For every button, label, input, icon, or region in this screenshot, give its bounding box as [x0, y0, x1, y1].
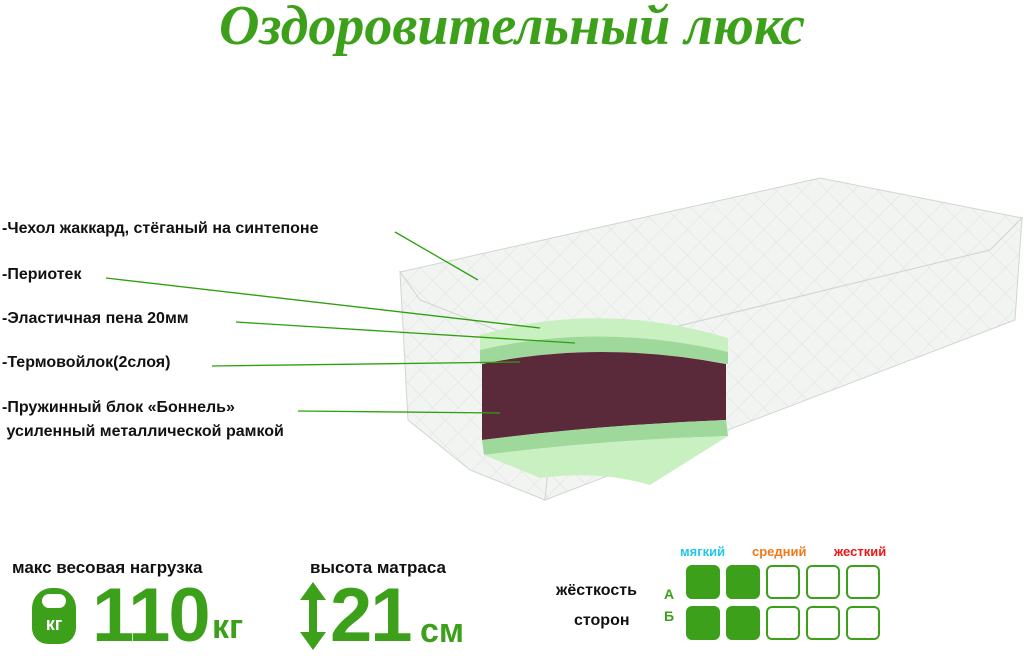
height-unit: см — [420, 612, 465, 650]
cutaway-foam-top — [480, 318, 728, 352]
firmness-cell — [806, 565, 840, 599]
cutaway-springs — [482, 352, 726, 440]
firmness-cell — [846, 606, 880, 640]
layer-label-periotek: -Периотек — [2, 266, 82, 283]
mattress-illustration — [105, 177, 1024, 501]
layer-label-foam: -Эластичная пена 20мм — [2, 310, 189, 327]
firmness-cell — [726, 565, 760, 599]
side-a-label: А — [664, 586, 675, 602]
firmness-cell — [686, 606, 720, 640]
firmness-cell — [806, 606, 840, 640]
product-title: Оздоровительный люкс — [219, 0, 805, 57]
firmness-level-hard: жесткий — [834, 544, 887, 559]
leader-lines — [105, 231, 576, 414]
layer-label-cover: -Чехол жаккард, стёганый на синтепоне — [2, 220, 319, 237]
firmness-level-medium: средний — [752, 544, 807, 559]
firmness-cell — [766, 606, 800, 640]
height-label: высота матраса — [310, 558, 446, 577]
height-value: 21 — [330, 573, 413, 658]
firmness-cell — [766, 565, 800, 599]
load-label: макс весовая нагрузка — [12, 558, 203, 577]
side-b-label: Б — [664, 608, 675, 624]
layer-label-springs: -Пружинный блок «Боннель» — [2, 399, 235, 416]
kettlebell-icon: кг — [32, 588, 76, 644]
load-unit: кг — [212, 608, 244, 646]
sides-label: сторон — [574, 612, 630, 629]
cutaway-felt-bottom — [482, 420, 728, 455]
layer-label-felt: -Термовойлок(2слоя) — [2, 354, 171, 371]
load-value: 110 — [92, 573, 211, 658]
height-arrow-icon — [300, 582, 326, 650]
firmness-cell — [686, 565, 720, 599]
firmness-label: жёсткость — [556, 582, 637, 599]
cutaway-felt — [480, 336, 728, 364]
firmness-cell — [726, 606, 760, 640]
firmness-level-soft: мягкий — [680, 544, 726, 559]
cutaway-foam-bottom — [484, 436, 728, 485]
firmness-cell — [846, 565, 880, 599]
layer-label-springs-2: усиленный металлической рамкой — [2, 423, 284, 440]
